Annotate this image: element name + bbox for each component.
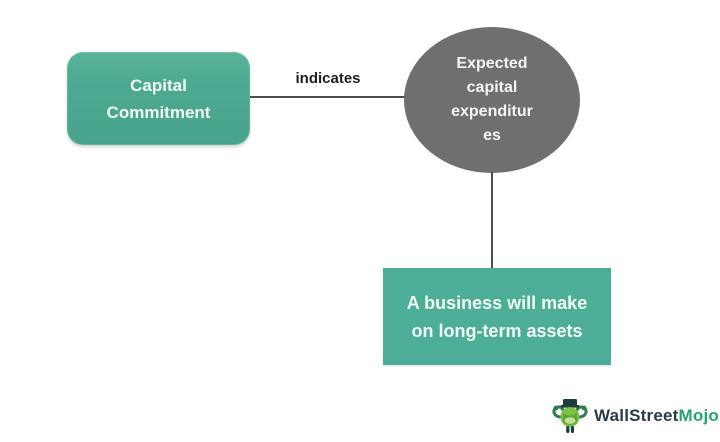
edge-commitment-to-capex [250, 96, 405, 98]
node-business-assets-line1: A business will make [406, 292, 588, 313]
node-business-assets-line2: on long-term assets [411, 320, 583, 341]
node-expected-capex: Expected capital expenditur es [404, 27, 580, 173]
edge-label-indicates: indicates [295, 70, 361, 87]
bull-mascot-icon [552, 399, 588, 433]
wallstreetmojo-logo: WallStreetMojo [550, 396, 719, 436]
node-expected-capex-line4: es [483, 127, 501, 144]
edge-capex-to-assets [491, 172, 493, 269]
node-expected-capex-line2: capital [466, 79, 518, 96]
logo-text-wallstreet: WallStreet [594, 406, 679, 425]
logo-text-mojo: Mojo [678, 406, 719, 425]
logo-wordmark: WallStreetMojo [594, 406, 719, 426]
node-expected-capex-line1: Expected [456, 55, 528, 72]
node-business-assets: A business will make on long-term assets [383, 268, 611, 365]
node-capital-commitment-line1: Capital [130, 75, 187, 95]
node-expected-capex-line3: expenditur [451, 103, 533, 120]
node-capital-commitment: Capital Commitment [67, 52, 250, 145]
node-capital-commitment-line2: Commitment [106, 102, 211, 122]
